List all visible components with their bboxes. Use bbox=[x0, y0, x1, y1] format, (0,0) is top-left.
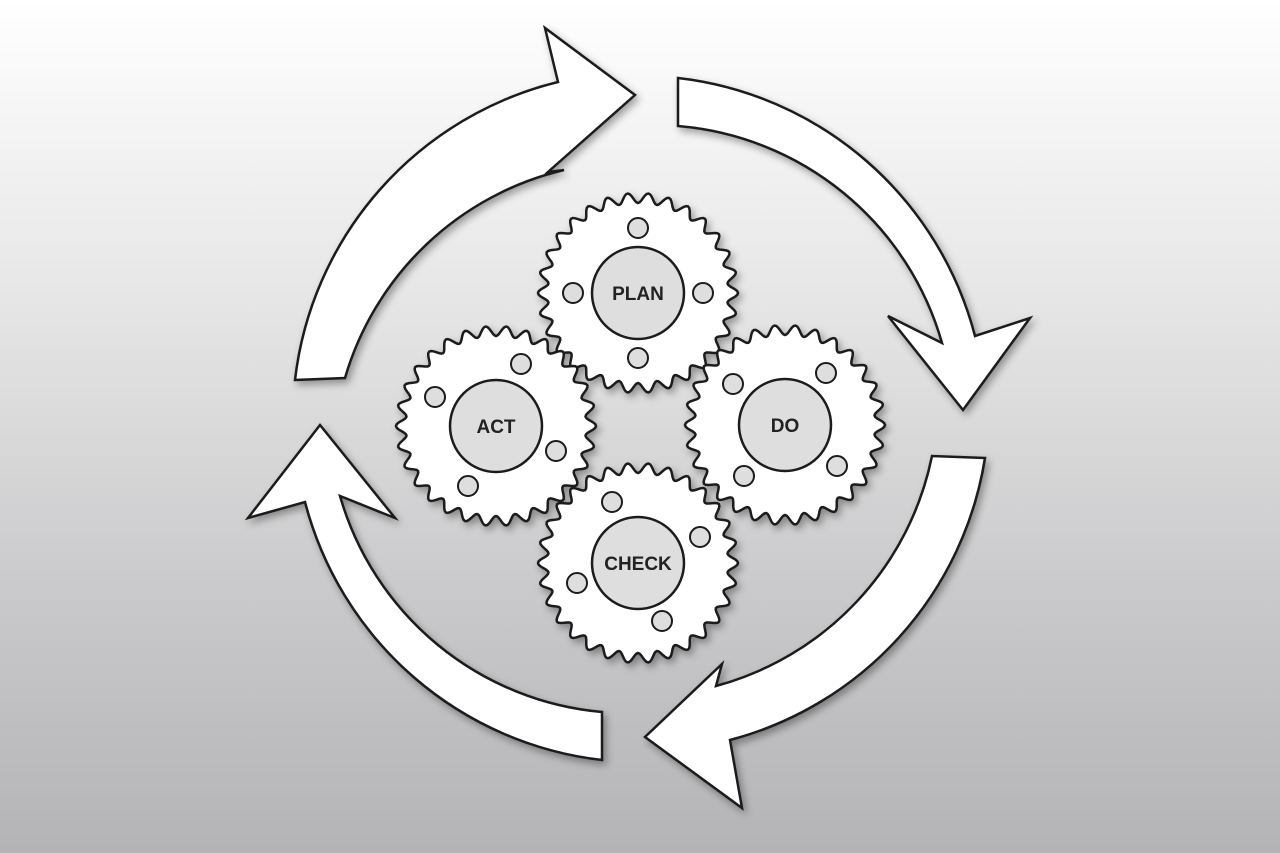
hole bbox=[722, 373, 744, 395]
hole bbox=[651, 610, 673, 632]
gear-hub bbox=[590, 245, 686, 341]
cycle-arrows bbox=[244, 24, 1034, 811]
hole bbox=[815, 362, 837, 384]
arrow-top-right bbox=[676, 76, 1034, 413]
hole bbox=[627, 217, 649, 239]
gear-do: DO bbox=[683, 324, 887, 526]
hole bbox=[424, 386, 446, 408]
gear-label-plan: PLAN bbox=[612, 284, 664, 305]
arrow-top-left bbox=[293, 24, 637, 382]
gears: PLAN DO CHECK ACT bbox=[394, 192, 887, 664]
gear-act: ACT bbox=[394, 325, 598, 527]
hole bbox=[545, 440, 567, 462]
hole bbox=[692, 282, 714, 304]
hole bbox=[562, 282, 584, 304]
hole bbox=[627, 347, 649, 369]
hole bbox=[566, 572, 588, 594]
gear-label-act: ACT bbox=[476, 417, 515, 438]
hole bbox=[733, 465, 755, 487]
gear-label-check: CHECK bbox=[604, 554, 672, 575]
gear-hub bbox=[737, 377, 833, 473]
gear-hub bbox=[448, 378, 544, 474]
hole bbox=[457, 475, 479, 497]
gear-hub bbox=[590, 515, 686, 611]
gear-plan: PLAN bbox=[536, 192, 740, 394]
arrow-bottom-left bbox=[244, 422, 604, 762]
gear-label-do: DO bbox=[771, 416, 800, 437]
hole bbox=[689, 526, 711, 548]
arrow-bottom-right bbox=[643, 454, 987, 811]
gear-check: CHECK bbox=[536, 462, 740, 664]
hole bbox=[510, 353, 532, 375]
hole bbox=[826, 455, 848, 477]
hole bbox=[601, 491, 623, 513]
